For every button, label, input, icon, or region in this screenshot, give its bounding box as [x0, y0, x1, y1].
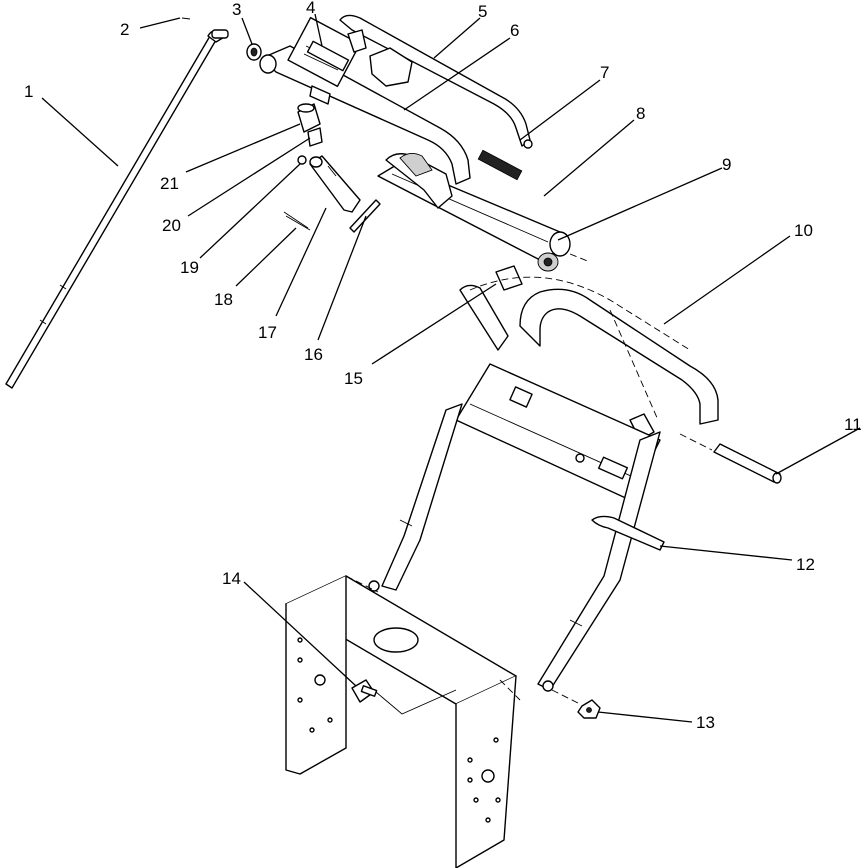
callout-7: 7: [600, 63, 609, 82]
part-15-cover-block: [495, 265, 523, 291]
callout-10: 10: [794, 221, 813, 240]
callout-14: 14: [222, 569, 241, 588]
callout-21: 21: [160, 174, 179, 193]
part-4-decal: [306, 40, 350, 72]
part-21-knob: [297, 103, 321, 133]
callout-3: 3: [232, 0, 241, 19]
part-10-loop-handle: [459, 276, 719, 441]
part-8-crossbar: [377, 153, 561, 261]
part-1-control-rod: [5, 29, 227, 389]
part-7-decal: [477, 149, 523, 181]
callout-11: 11: [844, 415, 862, 434]
callout-17: 17: [258, 323, 277, 342]
callout-19: 19: [180, 258, 199, 277]
lower-handle-frame: [368, 363, 661, 692]
callout-9: 9: [722, 155, 731, 174]
part-13-nut: [551, 689, 601, 719]
part-5-upper-lever: [339, 14, 533, 149]
callout-15: 15: [344, 369, 363, 388]
part-17-lever-handle: [309, 155, 361, 213]
part-11-pin: [679, 433, 782, 484]
callout-13: 13: [696, 713, 715, 732]
callout-5: 5: [478, 2, 487, 21]
callout-20: 20: [162, 216, 181, 235]
mounting-bracket: [285, 575, 521, 868]
part-19-washer: [297, 155, 307, 165]
part-14-bolt: [351, 679, 378, 703]
leader-lines: [41, 13, 861, 723]
part-9-roller-bushing: [537, 231, 591, 272]
callout-6: 6: [510, 21, 519, 40]
part-2-rod-end-pin: [181, 17, 229, 39]
callout-numbers: 1 2 3 4 5 6 7 8 9 10 11 12 13 14 15 16 1…: [24, 0, 862, 732]
part-18-clip: [283, 211, 311, 231]
callout-4: 4: [306, 0, 315, 17]
part-16-pin: [349, 199, 381, 233]
callout-16: 16: [304, 345, 323, 364]
callout-18: 18: [214, 290, 233, 309]
callout-2: 2: [120, 20, 129, 39]
part-3-bushing: [246, 43, 262, 61]
callout-8: 8: [636, 104, 645, 123]
callout-12: 12: [796, 555, 815, 574]
callout-1: 1: [24, 82, 33, 101]
part-20-nut: [307, 127, 323, 147]
